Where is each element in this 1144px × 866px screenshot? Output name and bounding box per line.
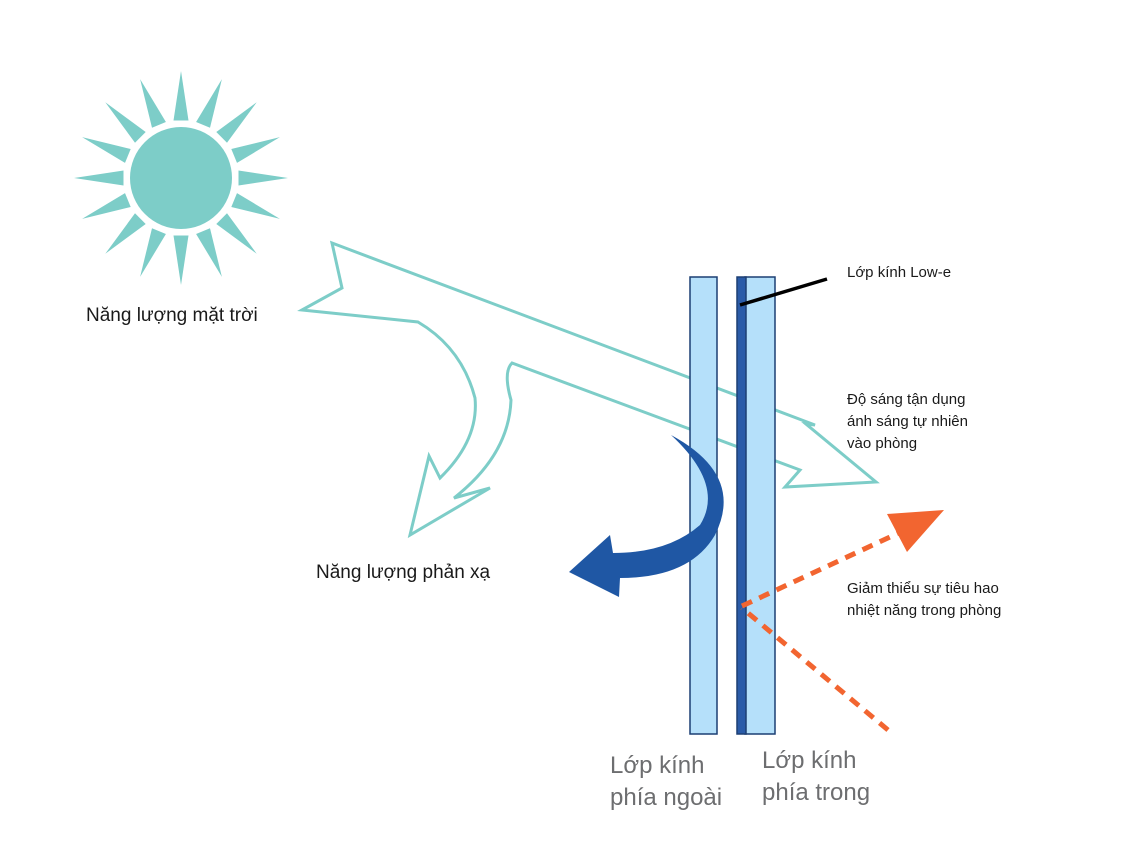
outer-glass-label: Lớp kính phía ngoài (610, 750, 722, 814)
sun-ray (140, 79, 166, 128)
inner-glass-label: Lớp kính phía trong (762, 745, 870, 809)
inner-glass-pane (744, 276, 776, 735)
sun-ray (216, 213, 257, 254)
curved-arrow-icon (569, 435, 724, 597)
sun-ray (196, 228, 222, 277)
sun-ray (238, 170, 288, 186)
low-e-layer-label: Lớp kính Low-e (847, 264, 952, 281)
sun-ray (140, 228, 166, 277)
daylight-line-3: vào phòng (847, 435, 918, 452)
daylight-line-1: Độ sáng tận dụng (847, 391, 966, 408)
sun-ray (82, 137, 131, 163)
heat-loss-line-2: nhiệt năng trong phòng (847, 602, 1002, 619)
sun-ray (231, 137, 280, 163)
solar-energy-label: Năng lượng mặt trời (86, 305, 258, 326)
inner-glass-line-2: phía trong (762, 779, 871, 806)
sun-ray (196, 79, 222, 128)
sun-ray (231, 193, 280, 219)
sun-disc (130, 127, 232, 229)
dashed-arrow-icon (740, 510, 944, 732)
low-e-pointer-line (739, 277, 828, 307)
sun-rays (74, 71, 288, 285)
daylight-label: Độ sáng tận dụng ánh sáng tự nhiên vào p… (847, 389, 968, 455)
outer-glass-line-1: Lớp kính (610, 752, 705, 779)
low-e-coating (736, 276, 747, 735)
reflected-energy-label: Năng lượng phản xạ (316, 562, 491, 583)
outer-glass-line-2: phía ngoài (610, 784, 723, 811)
heat-loss-label: Giảm thiểu sự tiêu hao nhiệt năng trong … (847, 578, 1001, 622)
sun-ray (216, 102, 257, 143)
heat-arrow-incoming (740, 606, 890, 732)
split-arrow-icon (297, 240, 880, 539)
inner-glass-line-1: Lớp kính (762, 747, 857, 774)
heat-arrow-outgoing (740, 527, 907, 609)
sun-ray (173, 71, 189, 121)
heat-arrow-head (887, 510, 944, 552)
sun-ray (74, 170, 124, 186)
sun-ray (105, 213, 146, 254)
heat-loss-line-1: Giảm thiểu sự tiêu hao (847, 580, 999, 597)
sun-ray (173, 235, 189, 285)
daylight-line-2: ánh sáng tự nhiên (847, 413, 968, 430)
sun-icon (74, 71, 288, 285)
sun-ray (105, 102, 146, 143)
sun-ray (82, 193, 131, 219)
